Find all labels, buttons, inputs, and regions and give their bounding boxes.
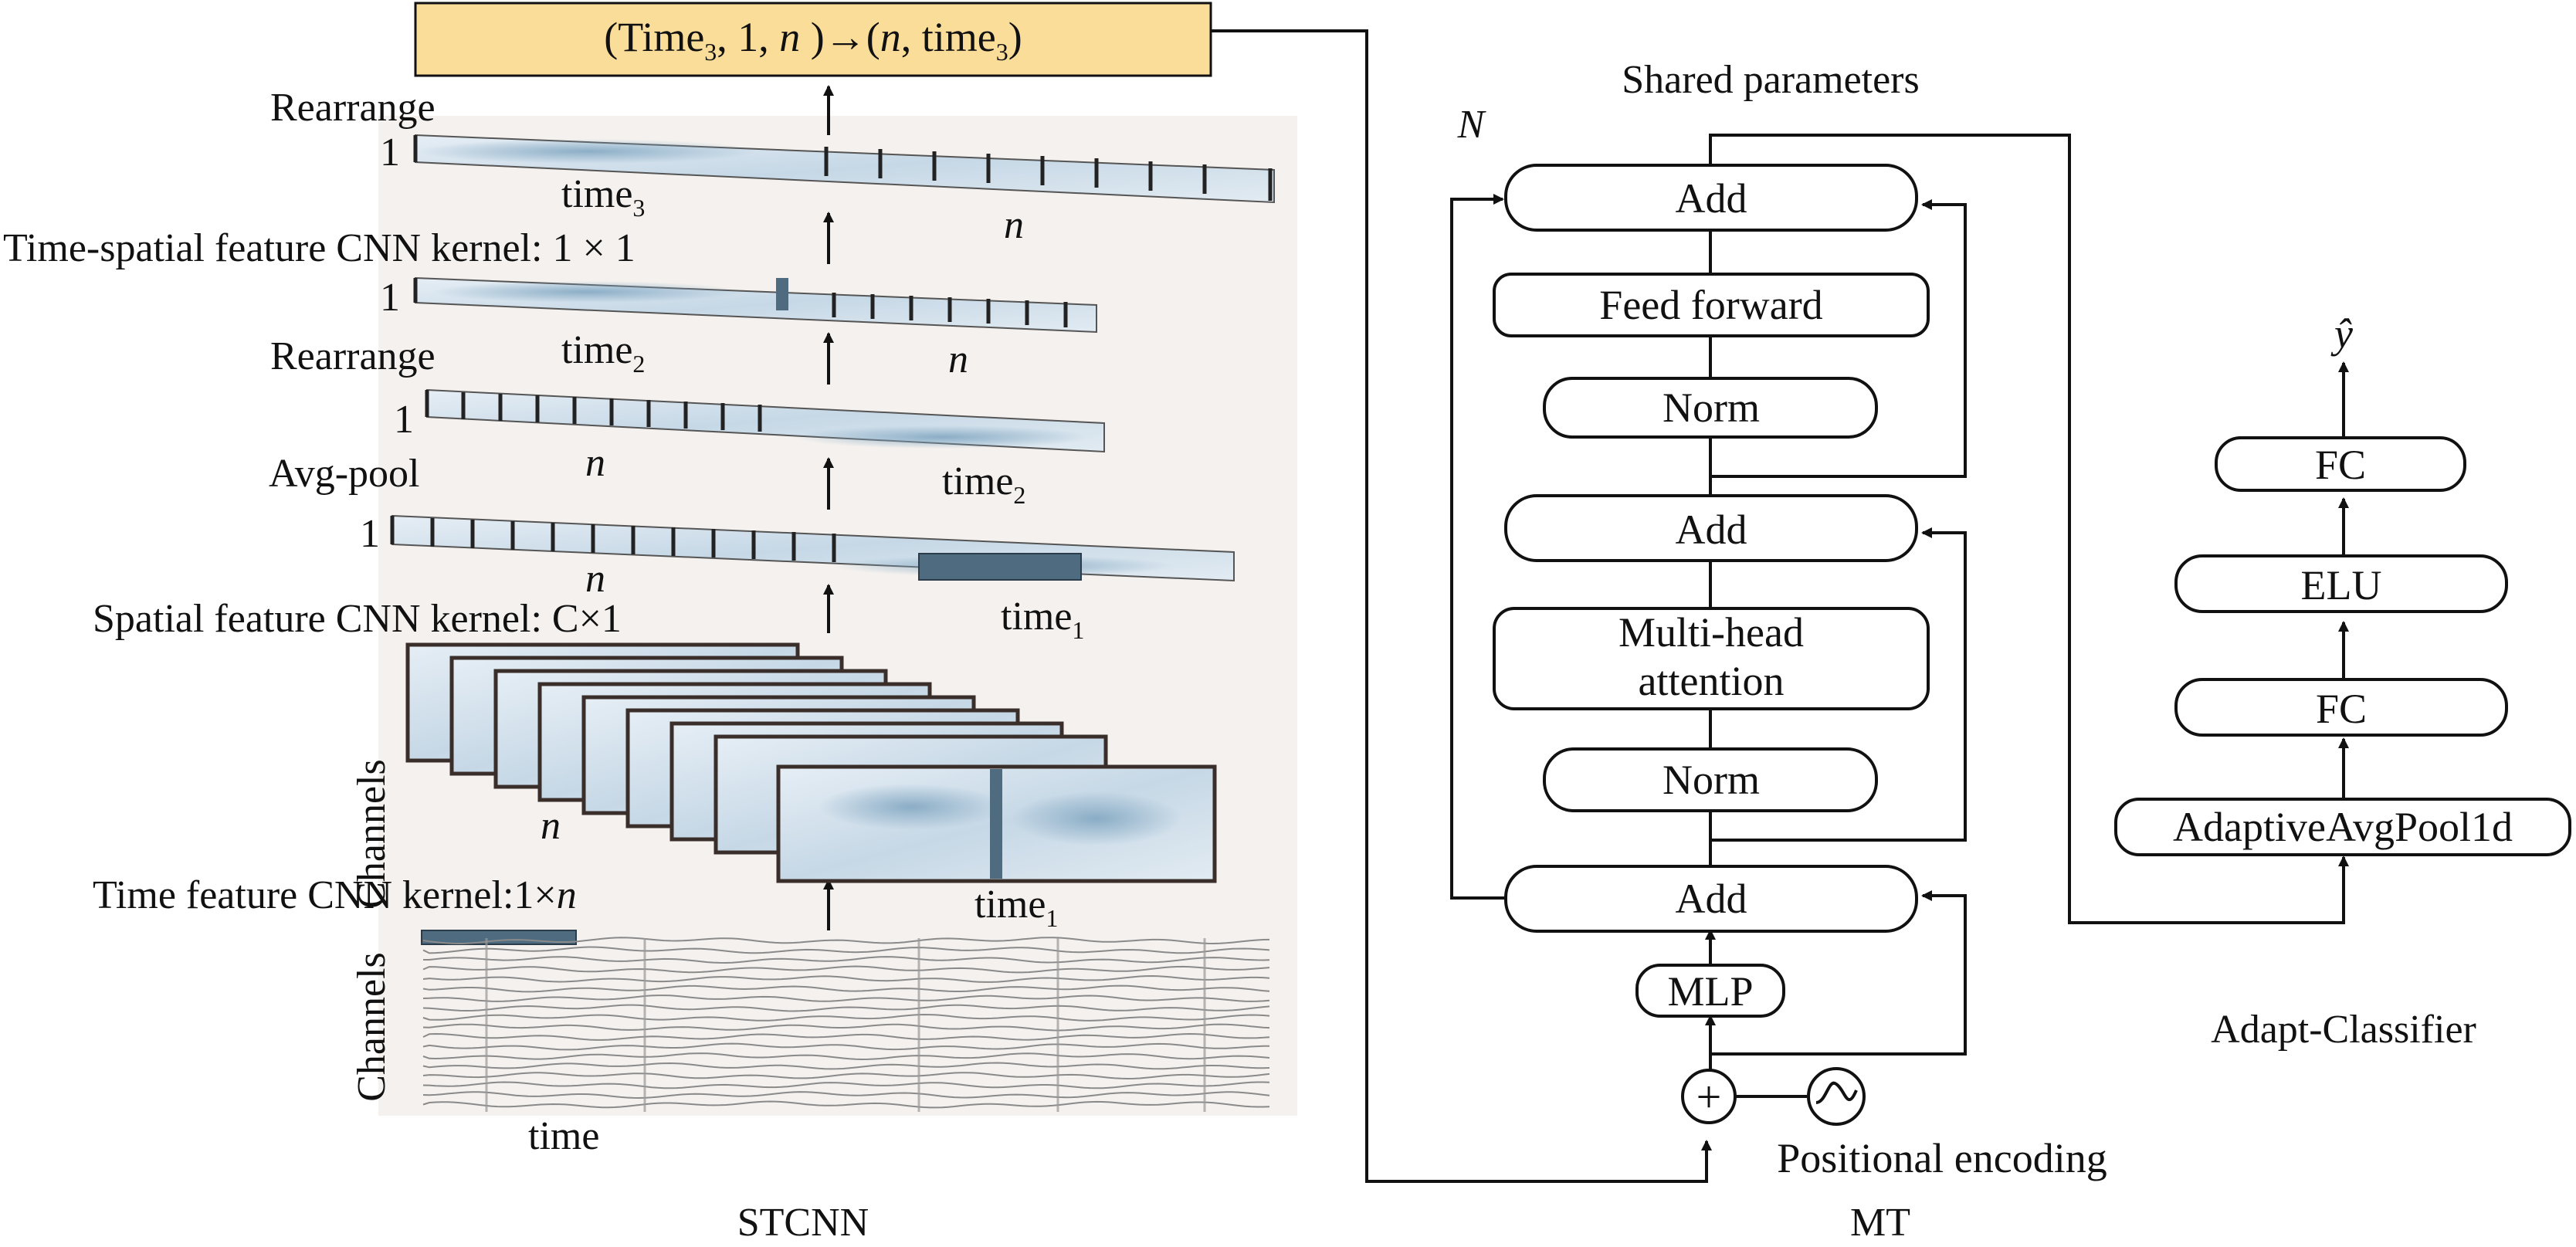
label-time: time [528,1114,599,1158]
label-shared-parameters: Shared parameters [1622,58,1919,102]
label-time3: time3 [561,172,645,222]
mt-add-bottom [1504,865,1918,933]
feature-strip-time2-upper [413,276,1097,334]
label-add-bottom: Add [1676,876,1747,922]
mt-norm-bottom [1543,747,1878,812]
label-time-kernel: Time feature CNN kernel:1×n [93,873,577,917]
label-spatial-kernel: Spatial feature CNN kernel: C×1 [93,597,622,641]
avgpool-kernel-bar [918,553,1082,581]
mt-labels: Shared parameters N Add Feed forward Nor… [1457,58,2107,1245]
feature-strip-time3 [413,134,1275,204]
mt-mlp [1635,964,1785,1018]
label-n-4: n [585,557,605,601]
label-n-2: n [948,337,968,381]
stcnn-caption: STCNN [737,1201,869,1243]
label-n-3: n [585,441,605,485]
feature-strip-time2-lower [425,388,1105,453]
label-N: N [1457,103,1487,147]
eeg-trace [422,1091,1270,1100]
mt-connectors [1450,134,2349,1093]
label-rearrange-mid: Rearrange [270,334,436,378]
eeg-trace [422,937,1270,945]
label-norm-bottom: Norm [1663,757,1760,803]
label-one-4: 1 [360,512,380,556]
mt-add-top [1504,164,1918,232]
eeg-trace [422,1023,1270,1032]
output-shape-box: (Time3, 1, n )→(n, time3) [414,2,1212,77]
label-add-mid: Add [1676,507,1747,553]
label-one-1: 1 [380,130,400,175]
label-n-5: n [541,804,561,848]
eeg-trace [422,995,1270,1002]
eeg-trace [422,1013,1270,1022]
classifier-caption: Adapt-Classifier [2211,1008,2476,1052]
label-rearrange-top: Rearrange [270,86,436,130]
mt-add-mid [1504,494,1918,562]
eeg-trace [422,1004,1270,1012]
mt-feed-forward [1493,273,1930,337]
label-mha-2: attention [1639,658,1785,704]
label-channels-signal: Channels [350,952,394,1102]
eeg-trace [422,1081,1270,1089]
label-fc-top: FC [2315,442,2366,488]
label-yhat: ŷ [2330,310,2353,357]
label-time-spatial-kernel: Time-spatial feature CNN kernel: 1 × 1 [3,226,636,270]
label-time1-a: time1 [1001,595,1084,644]
mt-blocks [1493,164,1930,1126]
label-one-3: 1 [394,398,414,442]
stcnn-labels: Rearrange 1 time3 n Time-spatial feature… [3,86,1084,1245]
label-adaptive-pool: AdaptiveAvgPool1d [2173,804,2513,850]
label-time2-a: time2 [561,328,645,378]
eeg-trace [422,1052,1270,1061]
label-time1-b: time1 [974,883,1058,932]
label-elu: ELU [2301,562,2382,608]
spatial-kernel-bar [990,769,1002,879]
connector-stcnn-to-mt [1211,29,1712,1183]
eeg-trace [422,1072,1270,1080]
label-plus: + [1696,1072,1722,1122]
classifier-fc-bottom [2174,678,2508,737]
output-shape-label: (Time3, 1, n )→(n, time3) [604,14,1022,66]
label-fc-bottom: FC [2316,686,2367,732]
eeg-trace [422,1032,1270,1041]
label-one-2: 1 [380,276,400,320]
eeg-trace [422,965,1270,974]
stacked-feature-maps [405,642,1217,883]
eeg-trace [422,1042,1269,1051]
eeg-trace [422,1062,1270,1070]
label-norm-top: Norm [1663,385,1760,431]
mt-caption: MT [1850,1201,1910,1243]
label-positional-encoding: Positional encoding [1777,1135,2107,1181]
label-add-top: Add [1676,175,1747,222]
label-mlp: MLP [1667,968,1753,1015]
label-n-1: n [1004,203,1024,247]
eeg-trace [422,946,1270,954]
classifier-adaptive-pool [2114,798,2571,856]
eeg-trace [422,984,1270,993]
classifier-blocks [2114,436,2571,856]
label-mha-1: Multi-head [1618,609,1804,656]
classifier-labels: ŷ FC ELU FC AdaptiveAvgPool1d Adapt-Clas… [2173,310,2513,1052]
label-feed-forward: Feed forward [1599,282,1822,328]
raw-eeg-signal [421,930,1270,1112]
label-channels-maps: Channels [350,759,394,909]
eeg-trace [423,956,1270,964]
sinusoid-icon [1807,1067,1866,1126]
mt-norm-top [1543,377,1878,439]
classifier-elu [2174,554,2508,613]
feature-strip-time1 [390,514,1235,582]
label-time2-b: time2 [942,459,1025,509]
classifier-fc-top [2215,436,2466,492]
mt-multihead-attention [1493,607,1930,710]
eeg-trace [422,974,1270,983]
label-avgpool: Avg-pool [269,452,419,496]
eeg-trace [422,1100,1270,1109]
